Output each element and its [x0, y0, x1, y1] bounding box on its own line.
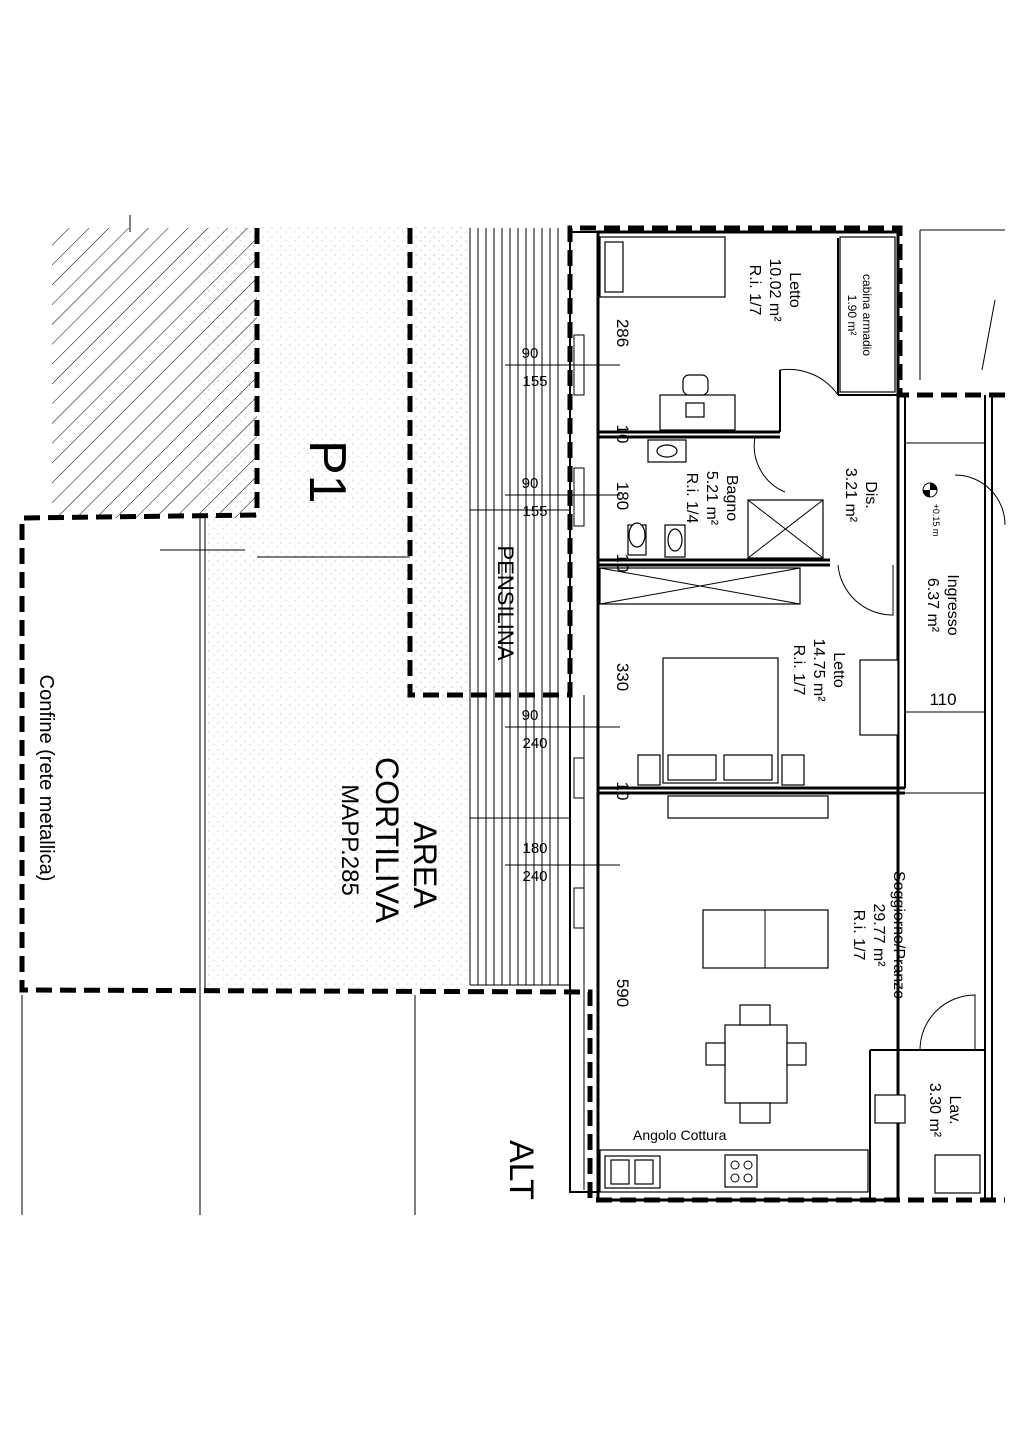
room-ingresso: Ingresso 6.37 m²	[924, 574, 961, 635]
svg-text:330: 330	[613, 663, 632, 691]
svg-text:155: 155	[522, 373, 547, 390]
window-dimension-lines	[505, 364, 620, 866]
svg-text:Ingresso: Ingresso	[944, 574, 961, 635]
svg-text:cabina armadio: cabina armadio	[860, 274, 874, 356]
svg-text:CORTILIVA: CORTILIVA	[369, 757, 405, 924]
svg-text:14.75 m²: 14.75 m²	[810, 638, 827, 702]
room-lav: Lav. 3.30 m²	[926, 1083, 963, 1138]
room-cabina-armadio: cabina armadio 1.90 m²	[845, 274, 874, 356]
room-letto-2: Letto 14.75 m² R.i. 1/7	[790, 638, 847, 702]
desk-chair	[659, 374, 736, 431]
sofa	[702, 909, 829, 969]
site-lines	[21, 215, 1005, 1215]
door-swings	[753, 368, 1006, 1051]
svg-text:5.21 m²: 5.21 m²	[703, 471, 720, 526]
bathroom-fixtures	[627, 439, 824, 559]
laundry-fixtures	[874, 1094, 981, 1194]
svg-text:6.37 m²: 6.37 m²	[924, 578, 941, 633]
wardrobe	[839, 236, 896, 393]
svg-text:10: 10	[613, 425, 632, 444]
svg-text:286: 286	[613, 319, 632, 347]
dining-table	[705, 1004, 807, 1124]
courtyard-fill	[200, 225, 470, 990]
label-p1: P1	[298, 440, 356, 504]
svg-text:90: 90	[522, 475, 539, 492]
room-letto-1: Letto 10.02 m² R.i. 1/7	[746, 258, 803, 322]
svg-text:R.i. 1/4: R.i. 1/4	[683, 473, 700, 524]
svg-text:180: 180	[613, 482, 632, 510]
label-area-cortiliva: AREA CORTILIVA MAPP.285	[336, 757, 443, 924]
svg-text:240: 240	[522, 735, 547, 752]
svg-text:Bagno: Bagno	[723, 475, 740, 521]
svg-text:MAPP.285: MAPP.285	[336, 784, 363, 896]
bed-single	[599, 236, 726, 298]
svg-text:3.30 m²: 3.30 m²	[926, 1083, 943, 1138]
level-marker	[922, 482, 938, 498]
svg-text:3.21 m²: 3.21 m²	[842, 468, 859, 523]
svg-text:10: 10	[613, 554, 632, 573]
svg-text:240: 240	[522, 868, 547, 885]
property-boundary	[19, 225, 1005, 1203]
svg-text:10.02 m²: 10.02 m²	[766, 258, 783, 322]
label-alt: ALT	[502, 1140, 540, 1200]
svg-text:180: 180	[522, 840, 547, 857]
kitchen-counter	[599, 1149, 869, 1193]
svg-text:29.77 m²: 29.77 m²	[870, 903, 887, 967]
svg-text:R.i. 1/7: R.i. 1/7	[850, 910, 867, 961]
bed-double	[637, 657, 899, 786]
window-dimension-labels: 90 155 90 155 90 240 180 240	[522, 345, 548, 885]
room-bagno: Bagno 5.21 m² R.i. 1/4	[683, 471, 740, 526]
pensilina-louvres	[469, 228, 570, 986]
interior-walls	[598, 238, 993, 1200]
svg-text:10: 10	[613, 782, 632, 801]
svg-text:R.i. 1/7: R.i. 1/7	[746, 265, 763, 316]
svg-text:590: 590	[613, 979, 632, 1007]
label-pensilina: PENSILINA	[493, 546, 518, 661]
label-confine: Confine (rete metallica)	[35, 675, 57, 882]
svg-text:Lav.: Lav.	[946, 1095, 963, 1124]
svg-text:110: 110	[929, 690, 956, 709]
svg-text:Letto: Letto	[830, 652, 847, 688]
svg-text:Confine (rete metallica): Confine (rete metallica)	[35, 675, 57, 882]
svg-text:Soggiorno/Pranzo: Soggiorno/Pranzo	[890, 871, 907, 999]
svg-text:90: 90	[522, 707, 539, 724]
svg-text:AREA: AREA	[407, 821, 443, 909]
label-angolo-cottura: Angolo Cottura	[633, 1127, 727, 1143]
svg-text:1.90 m²: 1.90 m²	[845, 295, 859, 336]
hatched-area	[52, 228, 257, 518]
svg-text:R.i. 1/7: R.i. 1/7	[790, 645, 807, 696]
svg-text:155: 155	[522, 503, 547, 520]
level-label: +0.15 m	[931, 504, 941, 537]
tv-unit	[667, 795, 829, 819]
room-dis: Dis. 3.21 m²	[842, 468, 879, 523]
dimension-labels: 286 10 180 10 330 10 590 110	[613, 319, 957, 1007]
closet-strip	[599, 567, 801, 605]
svg-text:Dis.: Dis.	[862, 481, 879, 509]
room-soggiorno-pranzo: Soggiorno/Pranzo 29.77 m² R.i. 1/7	[850, 871, 907, 999]
svg-text:90: 90	[522, 345, 539, 362]
svg-text:Letto: Letto	[786, 272, 803, 308]
